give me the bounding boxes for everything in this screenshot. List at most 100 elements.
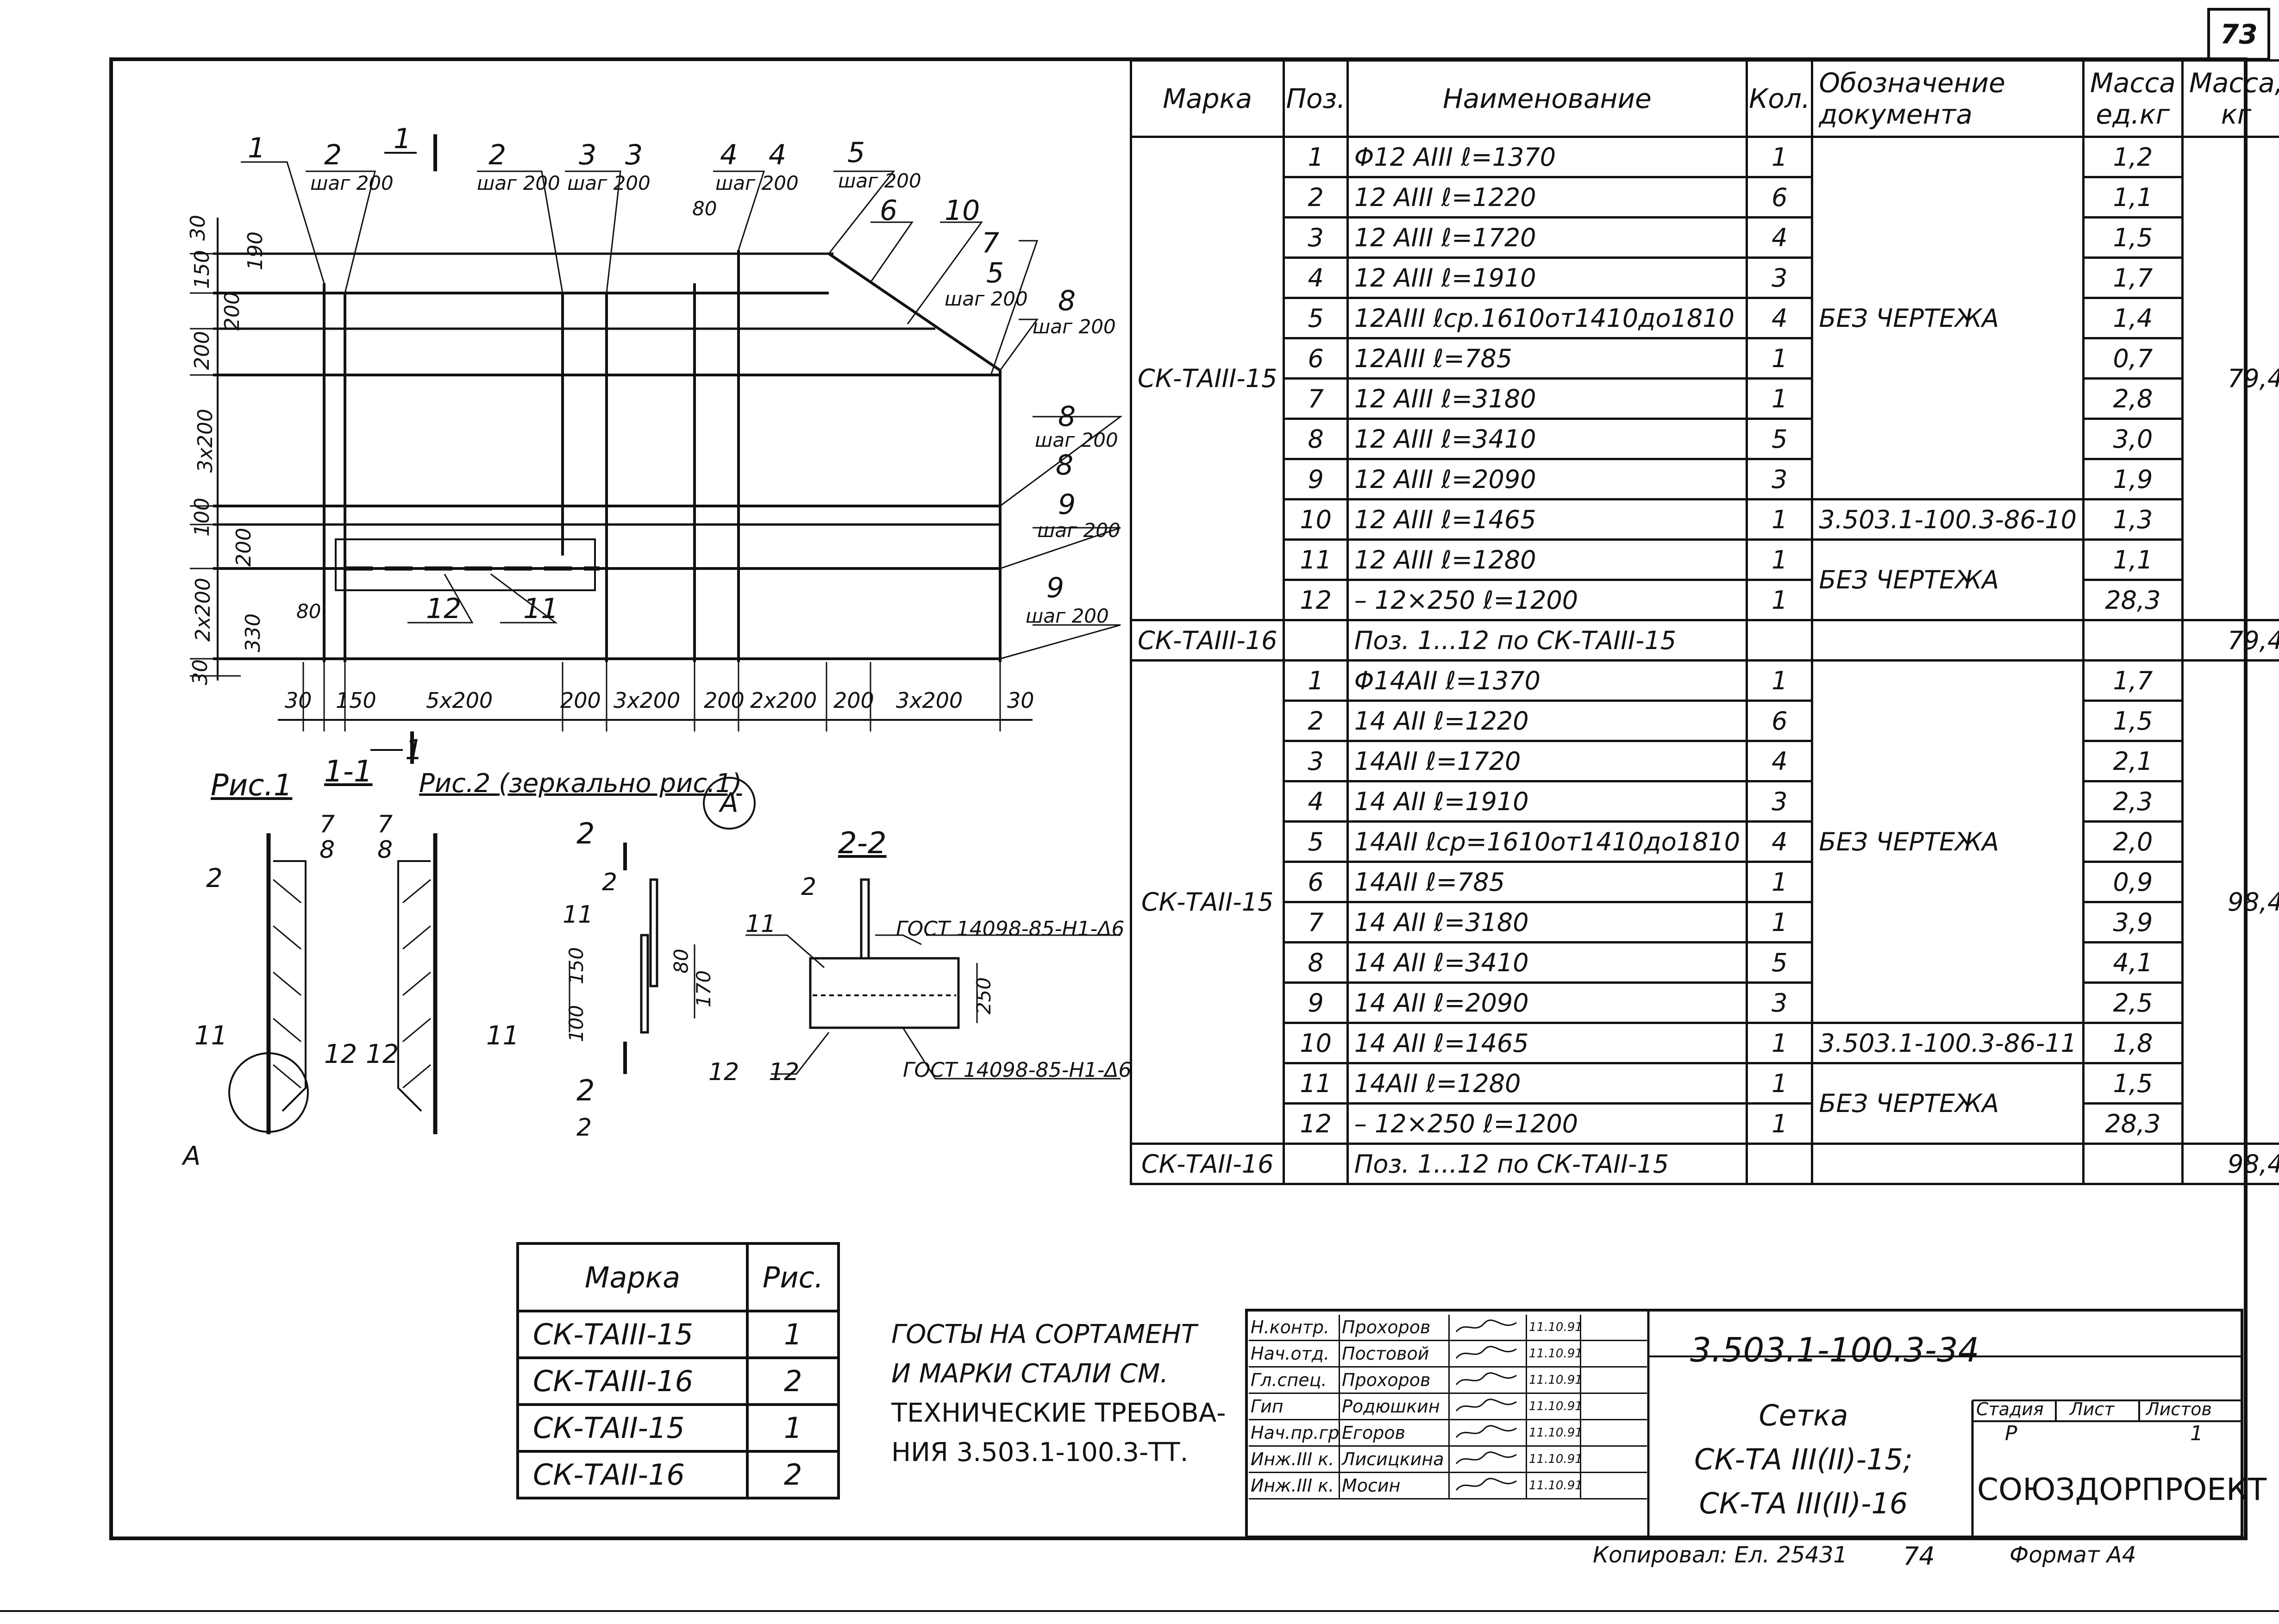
detail-dim-150: 150 [565,947,588,985]
signature-date: 11.10.91 [1527,1315,1581,1340]
spec-pos-cell: 4 [1283,256,1349,299]
pos-label-9: 9 [1058,488,1076,521]
pos-label-3: 3 [579,139,597,171]
spec-name-cell: Φ14АII ℓ=1370 [1346,659,1748,702]
dim-left: 150 [190,250,214,289]
spec-pos-cell: 9 [1283,458,1349,500]
signature-name: Лисицкина [1340,1447,1450,1472]
signature-sig [1450,1473,1527,1498]
spec-qty-cell: 1 [1746,136,1814,178]
marks-cell-mark: СК-ТАIII-15 [516,1310,749,1359]
marks-header-row: Марка Рис. [516,1242,840,1312]
dim-bottom: 5x200 [426,688,493,713]
header-qty: Кол. [1746,59,1814,138]
spec-name-cell: 12 АIII ℓ=1220 [1346,176,1748,219]
step-label: шаг 200 [477,172,560,194]
dim-bottom: 200 [704,688,745,713]
spec-ref-row: СК-ТАIII-16 Поз. 1...12 по СК-ТАIII-15 79,… [1129,619,2279,662]
step-label: шаг 200 [1037,519,1121,542]
dim-bottom: 30 [285,688,312,713]
signature-role: Инж.III к. [1249,1473,1340,1498]
weld-note-bottom: ГОСТ 14098-85-Н1-Δ6 [903,1058,1132,1082]
spec-qty-cell: 1 [1746,901,1814,943]
spec-qty-cell: 3 [1746,458,1814,500]
detail-pos: 12 [366,1039,399,1069]
spec-unit-mass-cell: 1,7 [2082,256,2184,299]
spec-doc-cell: БЕЗ ЧЕРТЕЖА [1811,136,2085,500]
spec-pos-cell: 1 [1283,136,1349,178]
spec-qty-cell: 4 [1746,216,1814,259]
pos-label-7: 7 [982,227,1000,259]
step-label: шаг 200 [945,287,1028,310]
spec-pos-cell [1283,619,1349,662]
spec-qty-cell: 1 [1746,1022,1814,1064]
section-2-bottom: 2 [576,1074,595,1107]
signature-name: Егоров [1340,1420,1450,1445]
spec-qty-cell: 6 [1746,700,1814,742]
marks-cell-mark: СК-ТАII-15 [516,1403,749,1453]
spec-pos-cell: 11 [1283,538,1349,581]
spec-total-cell: 98,4 [2181,659,2279,1145]
spec-unit-mass-cell: 1,9 [2082,458,2184,500]
stage-header: Стадия [1976,1399,2044,1419]
note-line: И МАРКИ СТАЛИ СМ. [891,1359,1169,1389]
header-pos: Поз. [1283,59,1349,138]
spec-unit-mass-cell [2082,1143,2184,1185]
spec-unit-mass-cell: 1,5 [2082,1062,2184,1105]
spec-unit-mass-cell: 1,1 [2082,176,2184,219]
step-label: шаг 200 [310,172,394,194]
marks-table: Марка Рис. СК-ТАIII-15 1 СК-ТАIII-16 2 С… [516,1242,840,1499]
header-total-mass: Масса, кг [2181,59,2279,138]
header-unit-mass: Масса ед.кг [2082,59,2184,138]
section-2-2-label: 2-2 [838,826,887,861]
step-label: шаг 200 [1026,605,1109,627]
format: Формат А4 [2010,1542,2136,1568]
callout-a-label: A [183,1141,201,1171]
signature-role: Нач.пр.гр. [1249,1420,1340,1445]
spec-doc-cell [1811,619,2085,662]
spec-pos-cell: 8 [1283,418,1349,460]
dim-bottom: 150 [336,688,376,713]
spec-doc-cell: 3.503.1-100.3-86-10 [1811,498,2085,541]
detail-pos: 2 [206,863,223,893]
spec-name-cell: 14АII ℓср=1610от1410до1810 [1346,820,1748,863]
spec-mark-cell: СК-ТАIII-16 [1129,619,1285,662]
signature-role: Гип [1249,1394,1340,1419]
spec-qty-cell: 4 [1746,740,1814,782]
spec-qty-cell: 4 [1746,297,1814,339]
marks-cell-mark: СК-ТАII-16 [516,1450,749,1499]
pos-label-10: 10 [945,194,980,227]
step-label: шаг 200 [1035,429,1118,451]
spec-total-cell: 79,4 [2181,619,2279,662]
product-title-line: Сетка [1759,1399,1848,1432]
sheets-header: Листов [2146,1399,2212,1419]
spec-qty-cell [1746,1143,1814,1185]
signature-role: Гл.спец. [1249,1368,1340,1393]
signature-name: Прохоров [1340,1315,1450,1340]
dim-left: 200 [232,528,256,567]
pos-label-12: 12 [426,593,462,625]
detail-pos: 2 [576,1114,592,1142]
pos-label-2: 2 [324,139,342,171]
spec-total-cell: 98,4 [2181,1143,2279,1185]
spec-doc-cell: БЕЗ ЧЕРТЕЖА [1811,538,2085,621]
signature-sig [1450,1368,1527,1393]
spec-ref-cell: Поз. 1...12 по СК-ТАIII-15 [1346,619,1748,662]
pos-label-11: 11 [523,593,559,625]
signature-date: 11.10.91 [1527,1447,1581,1472]
spec-unit-mass-cell: 1,1 [2082,538,2184,581]
spec-pos-cell: 5 [1283,297,1349,339]
spec-pos-cell: 10 [1283,1022,1349,1064]
spec-name-cell: 14АII ℓ=1280 [1346,1062,1748,1105]
page-number: 73 [2220,19,2258,50]
product-title-line: СК-ТА III(II)-16 [1699,1487,1908,1520]
